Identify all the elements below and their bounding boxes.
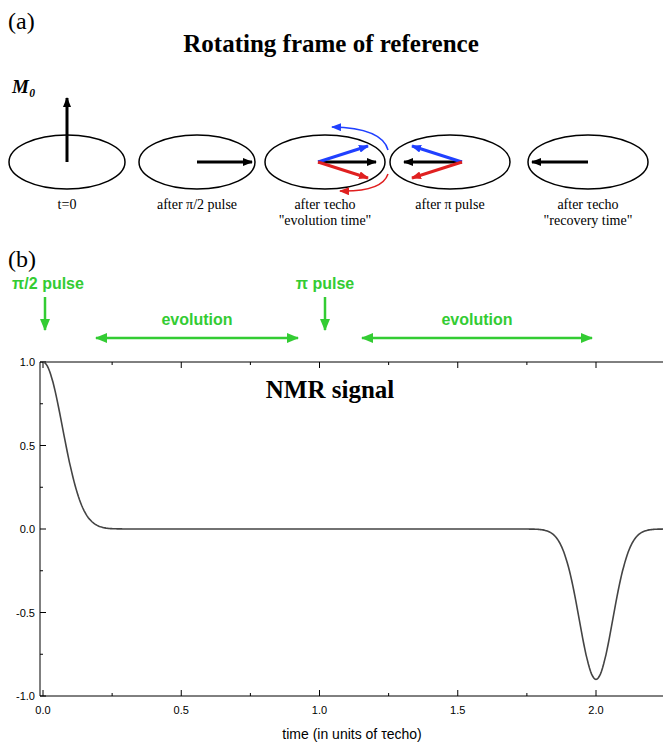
label: evolution <box>441 311 512 329</box>
label: after π pulse <box>415 197 484 213</box>
heading: Rotating frame of reference <box>183 30 478 58</box>
heading: NMR signal <box>266 376 394 404</box>
label: t=0 <box>58 197 77 213</box>
tick-label: -0.5 <box>16 607 35 619</box>
label: (b) <box>8 246 36 273</box>
tick-label: 1.0 <box>312 704 327 716</box>
tick-label: 0.5 <box>174 704 189 716</box>
tick-label: 0.0 <box>35 704 50 716</box>
tick-label: -1.0 <box>16 690 35 702</box>
tick-label: 1.0 <box>20 356 35 368</box>
label: M₀ <box>12 76 36 98</box>
tick-label: 2.0 <box>588 704 603 716</box>
label: (a) <box>8 8 35 35</box>
rotating-frame-ellipses <box>9 135 648 189</box>
tick-label: 0.5 <box>20 440 35 452</box>
nmr-signal-curve <box>43 362 663 679</box>
tick-label: 1.5 <box>450 704 465 716</box>
label: evolution <box>161 311 232 329</box>
label: after π/2 pulse <box>157 197 237 213</box>
label: after τecho "recovery time" <box>531 197 645 229</box>
label: after τecho "evolution time" <box>268 197 382 229</box>
tick-label: 0.0 <box>20 523 35 535</box>
label: π pulse <box>296 275 354 293</box>
pulse-markers <box>45 297 592 338</box>
magnetization-vectors <box>67 98 588 178</box>
label: time (in units of τecho) <box>282 726 421 742</box>
label: π/2 pulse <box>12 275 84 293</box>
precession-arcs <box>332 127 388 191</box>
